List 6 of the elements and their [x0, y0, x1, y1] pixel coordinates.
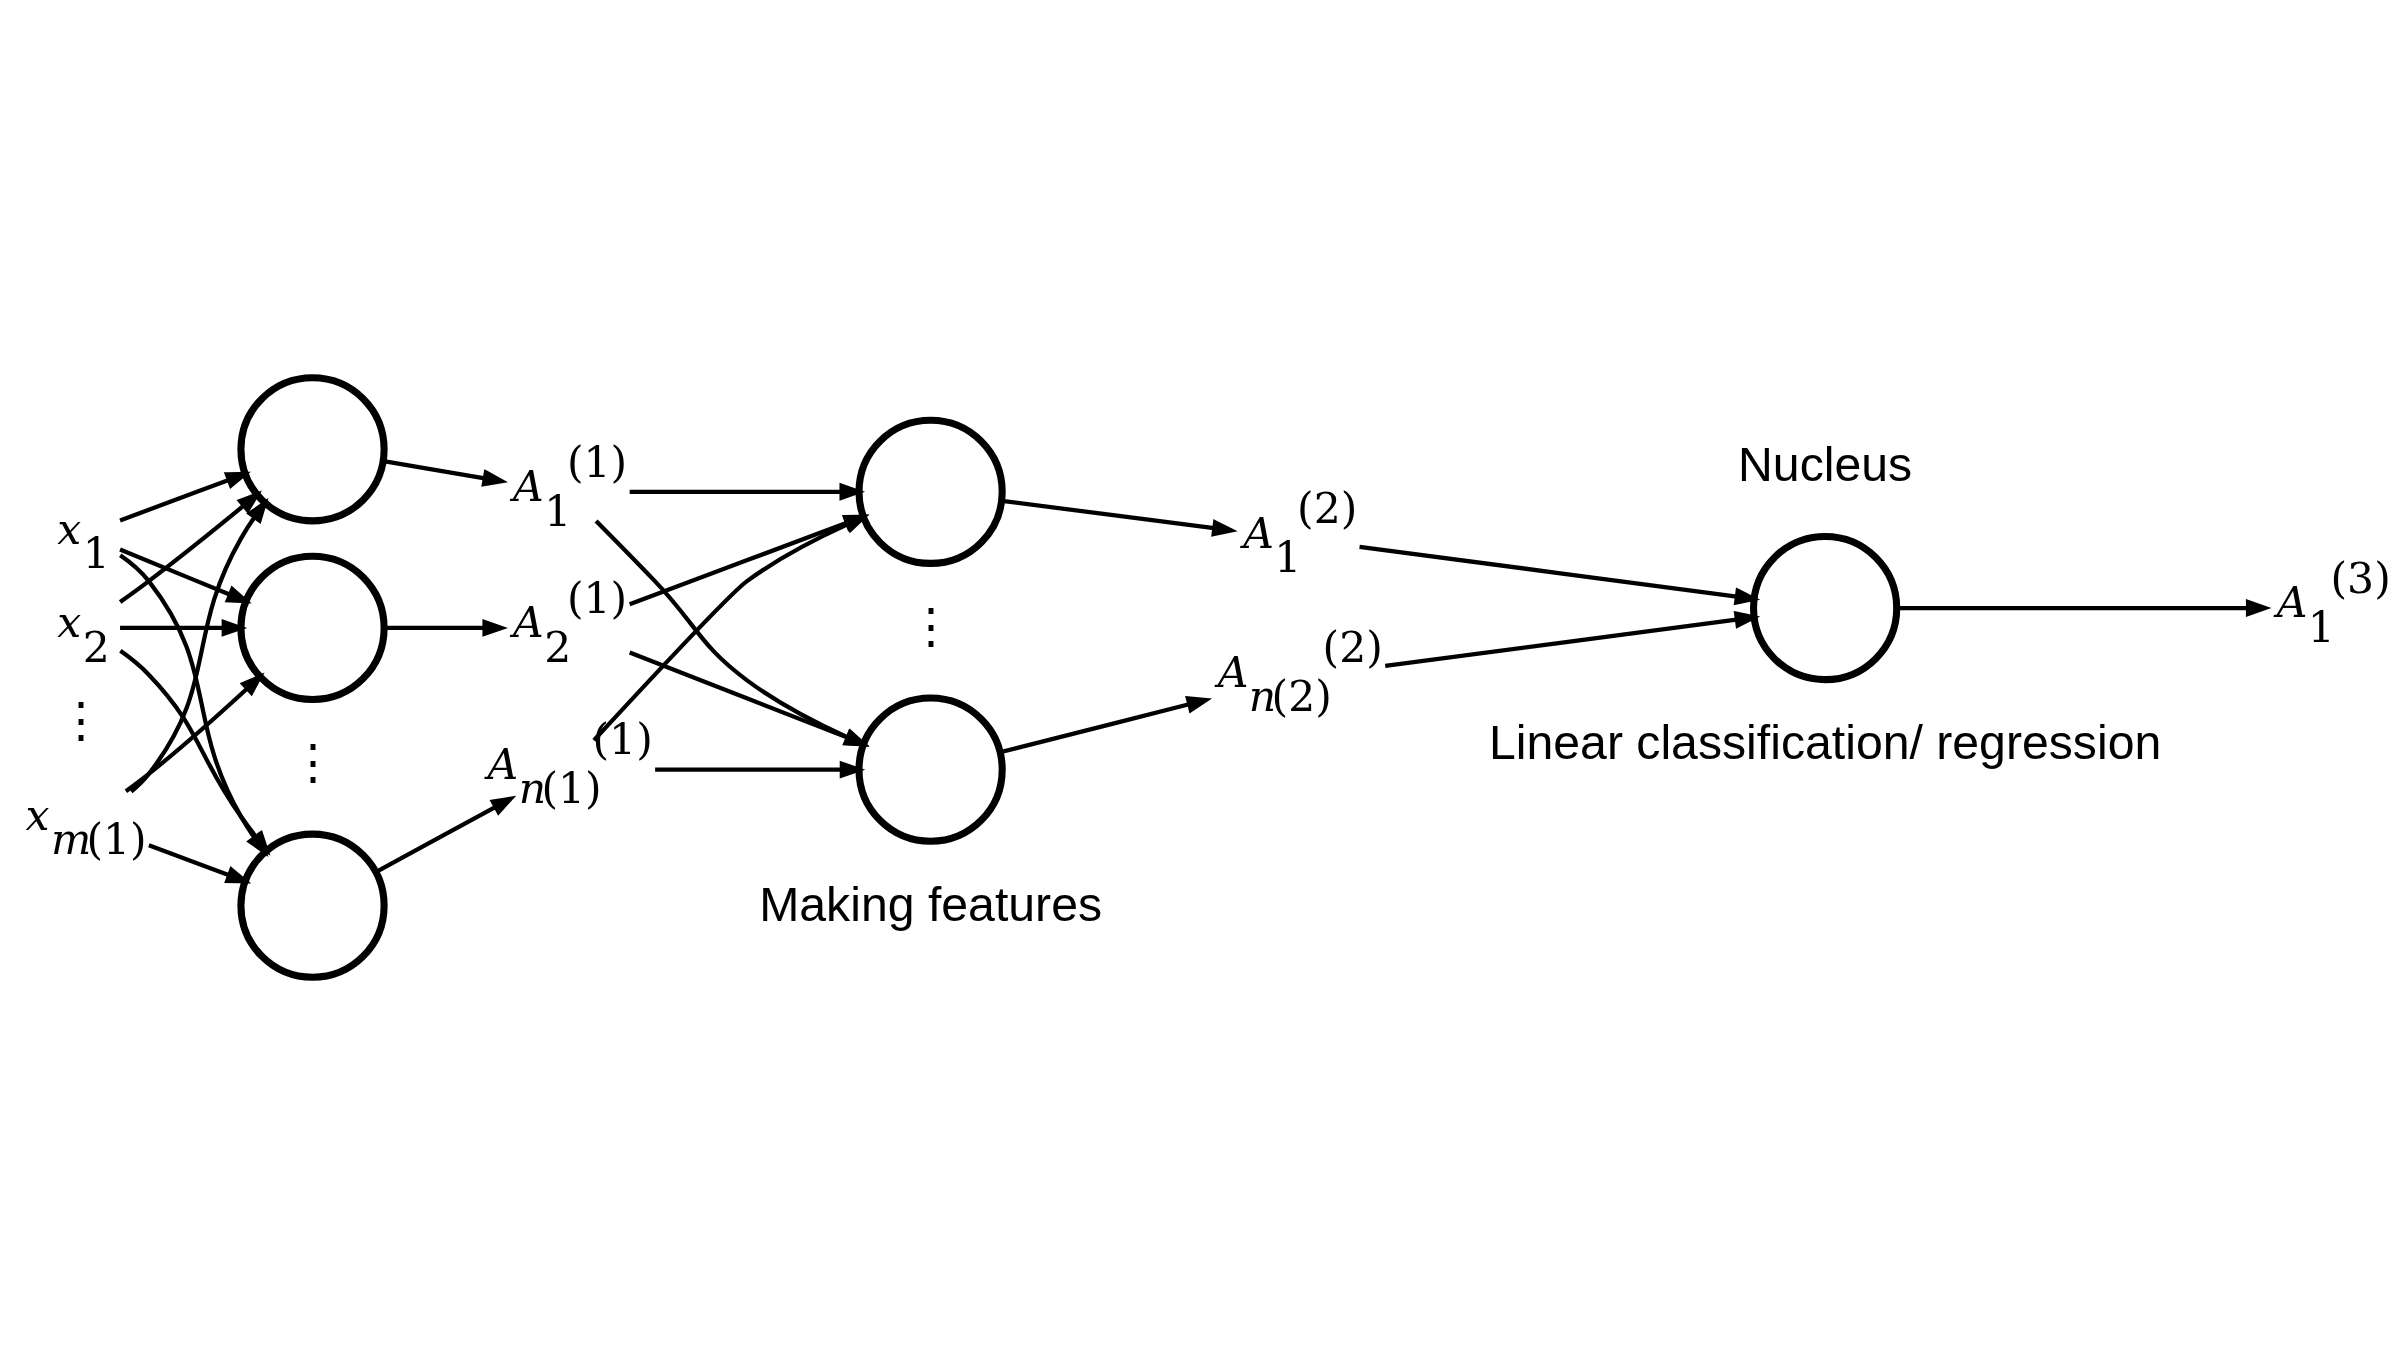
label: Nucleus [1738, 437, 1913, 492]
label: ⋮ [288, 735, 337, 790]
label: ⋮ [906, 599, 955, 654]
label: Linear classification/ regression [1488, 715, 2162, 770]
label: ⋮ [57, 692, 106, 747]
label: Making features [759, 876, 1103, 931]
